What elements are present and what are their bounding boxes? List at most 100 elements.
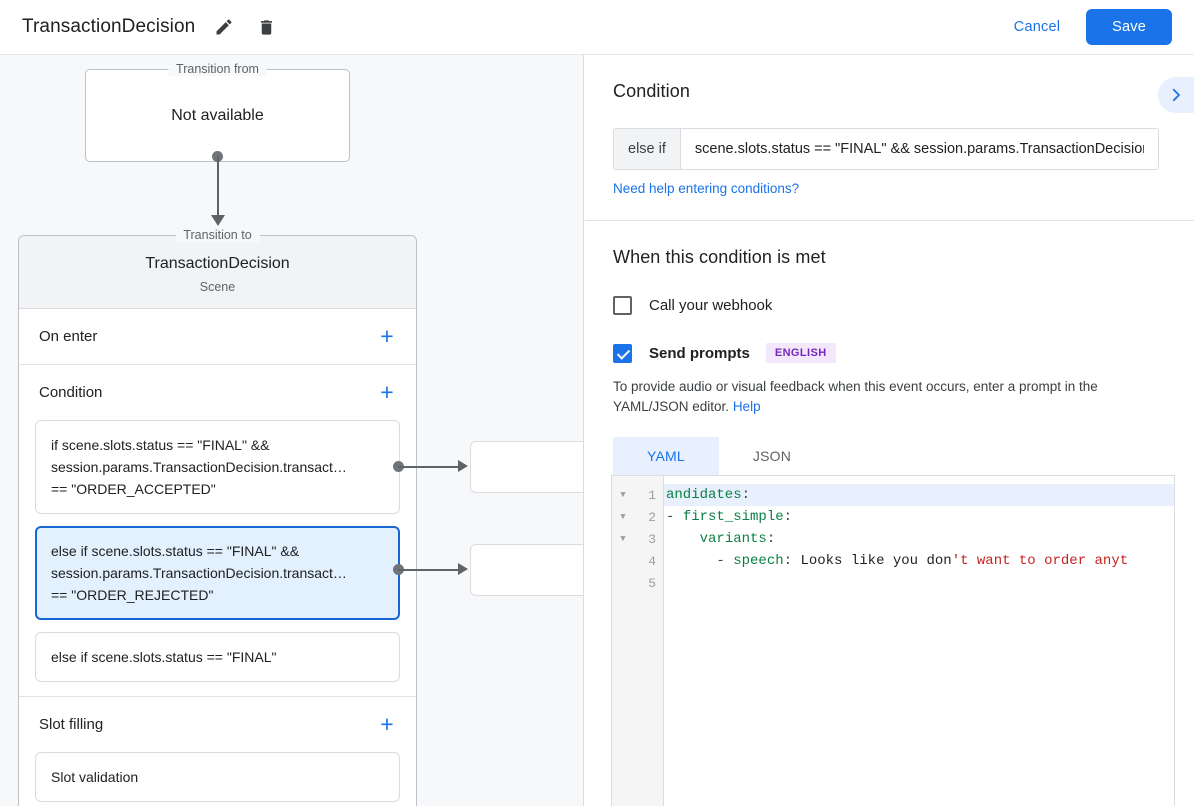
chip-line: session.params.TransactionDecision.trans… bbox=[51, 459, 347, 475]
section-title: Slot filling bbox=[39, 716, 104, 733]
transition-from-legend: Transition from bbox=[168, 62, 267, 76]
cancel-button[interactable]: Cancel bbox=[1000, 11, 1074, 43]
code-token: : bbox=[783, 553, 801, 569]
save-button[interactable]: Save bbox=[1086, 9, 1172, 45]
section-title: On enter bbox=[39, 328, 98, 345]
add-on-enter-button[interactable]: + bbox=[380, 323, 394, 349]
details-panel: Condition else if Need help entering con… bbox=[585, 55, 1194, 806]
condition-input[interactable] bbox=[680, 129, 1158, 169]
fold-triangle-icon[interactable]: ▼ bbox=[620, 534, 626, 544]
top-bar: TransactionDecision Cancel Save bbox=[0, 0, 1194, 55]
condition-arrow-head-2 bbox=[458, 563, 468, 575]
flow-canvas: Transition from Not available Transition… bbox=[0, 55, 584, 806]
condition-item[interactable]: if scene.slots.status == "FINAL" && sessi… bbox=[35, 420, 400, 514]
condition-connector-2 bbox=[398, 569, 460, 571]
code-token: : bbox=[741, 487, 751, 503]
prompts-row: Send prompts ENGLISH bbox=[613, 343, 1166, 363]
code-line: variants: bbox=[664, 528, 1174, 550]
page-title: TransactionDecision bbox=[22, 16, 196, 37]
code-line: - speech: Looks like you don't want to o… bbox=[664, 550, 1174, 572]
condition-arrow-head-1 bbox=[458, 460, 468, 472]
call-webhook-label: Call your webhook bbox=[649, 297, 773, 314]
webhook-row: Call your webhook bbox=[613, 296, 1166, 315]
scene-name: TransactionDecision bbox=[145, 255, 290, 272]
transition-from-box: Transition from Not available bbox=[85, 62, 350, 162]
add-condition-button[interactable]: + bbox=[380, 379, 394, 405]
condition-heading: Condition bbox=[613, 81, 690, 101]
condition-section: Condition else if Need help entering con… bbox=[585, 55, 1194, 221]
scene-header: TransactionDecision Scene bbox=[19, 236, 416, 309]
line-number: 4 bbox=[648, 553, 656, 569]
section-slot-filling: Slot filling + Slot validation bbox=[19, 697, 416, 806]
line-number: 2 bbox=[648, 509, 656, 525]
chip-line: else if scene.slots.status == "FINAL" bbox=[51, 649, 277, 665]
chip-line: if scene.slots.status == "FINAL" && bbox=[51, 437, 270, 453]
code-line: andidates: bbox=[664, 484, 1174, 506]
code-editor[interactable]: ▼1▼2▼3▼4▼5 andidates:- first_simple: var… bbox=[611, 475, 1175, 806]
line-number: 5 bbox=[648, 575, 656, 591]
fold-triangle-icon[interactable]: ▼ bbox=[620, 512, 626, 522]
transition-from-value: Not available bbox=[171, 106, 264, 124]
chip-line: else if scene.slots.status == "FINAL" && bbox=[51, 543, 300, 559]
slot-filling-list: Slot validation bbox=[19, 752, 416, 806]
prompts-help-link[interactable]: Help bbox=[732, 399, 761, 414]
condition-list: if scene.slots.status == "FINAL" && sessi… bbox=[19, 420, 416, 696]
chip-line: == "ORDER_REJECTED" bbox=[51, 587, 214, 603]
when-condition-met-section: When this condition is met Call your web… bbox=[585, 221, 1194, 475]
editor-format-tabs: YAML JSON bbox=[613, 437, 1166, 475]
code-token: : bbox=[783, 509, 793, 525]
language-badge: ENGLISH bbox=[765, 343, 836, 363]
code-token: - bbox=[666, 553, 734, 569]
code-token bbox=[666, 531, 700, 547]
condition-prefix-label: else if bbox=[614, 129, 681, 169]
scene-type: Scene bbox=[199, 280, 236, 294]
chevron-right-icon[interactable] bbox=[1158, 77, 1194, 113]
code-token: first_simple bbox=[682, 509, 784, 525]
tab-json[interactable]: JSON bbox=[752, 448, 792, 464]
code-line: - first_simple: bbox=[664, 506, 1174, 528]
section-title: Condition bbox=[39, 384, 103, 401]
helper-text: To provide audio or visual feedback when… bbox=[613, 379, 1098, 414]
call-webhook-checkbox[interactable] bbox=[613, 296, 632, 315]
slot-filling-item[interactable]: Slot validation bbox=[35, 752, 400, 802]
gutter-row: ▼1 bbox=[612, 484, 663, 506]
pencil-icon[interactable] bbox=[211, 14, 237, 40]
section-header-slot-filling: Slot filling + bbox=[19, 697, 416, 752]
chip-line: session.params.TransactionDecision.trans… bbox=[51, 565, 347, 581]
condition-help-link[interactable]: Need help entering conditions? bbox=[613, 181, 800, 196]
transition-target-card-1[interactable] bbox=[470, 441, 583, 493]
when-condition-met-heading: When this condition is met bbox=[613, 247, 826, 267]
chip-line: Slot validation bbox=[51, 769, 139, 785]
flow-arrow-head bbox=[211, 215, 225, 226]
editor-gutter: ▼1▼2▼3▼4▼5 bbox=[612, 476, 664, 806]
gutter-row: ▼2 bbox=[612, 506, 663, 528]
condition-item[interactable]: else if scene.slots.status == "FINAL" bbox=[35, 632, 400, 682]
section-on-enter: On enter + bbox=[19, 309, 416, 365]
chip-line: == "ORDER_ACCEPTED" bbox=[51, 481, 216, 497]
tab-yaml[interactable]: YAML bbox=[613, 437, 719, 475]
scene-card: Transition to TransactionDecision Scene … bbox=[18, 228, 417, 806]
condition-connector-1 bbox=[398, 466, 460, 468]
fold-triangle-icon[interactable]: ▼ bbox=[620, 490, 626, 500]
condition-input-row: else if bbox=[613, 128, 1159, 170]
send-prompts-checkbox[interactable] bbox=[613, 343, 632, 363]
section-condition: Condition + if scene.slots.status == "FI… bbox=[19, 365, 416, 697]
condition-item[interactable]: else if scene.slots.status == "FINAL" &&… bbox=[35, 526, 400, 620]
line-number: 1 bbox=[648, 487, 656, 503]
add-slot-filling-button[interactable]: + bbox=[380, 711, 394, 737]
section-header-on-enter: On enter + bbox=[19, 309, 416, 364]
code-token: speech bbox=[733, 553, 784, 569]
editor-code-area[interactable]: andidates:- first_simple: variants: - sp… bbox=[664, 476, 1174, 806]
send-prompts-label: Send prompts bbox=[649, 344, 750, 362]
gutter-row: ▼4 bbox=[612, 550, 663, 572]
gutter-row: ▼3 bbox=[612, 528, 663, 550]
section-header-condition: Condition + bbox=[19, 365, 416, 420]
line-number: 3 bbox=[648, 531, 656, 547]
trash-icon[interactable] bbox=[253, 14, 279, 40]
flow-connector-line bbox=[217, 156, 219, 222]
code-token: andidates bbox=[666, 487, 742, 503]
transition-to-legend: Transition to bbox=[175, 228, 260, 242]
code-token: - bbox=[666, 509, 683, 525]
transition-target-card-2[interactable] bbox=[470, 544, 583, 596]
